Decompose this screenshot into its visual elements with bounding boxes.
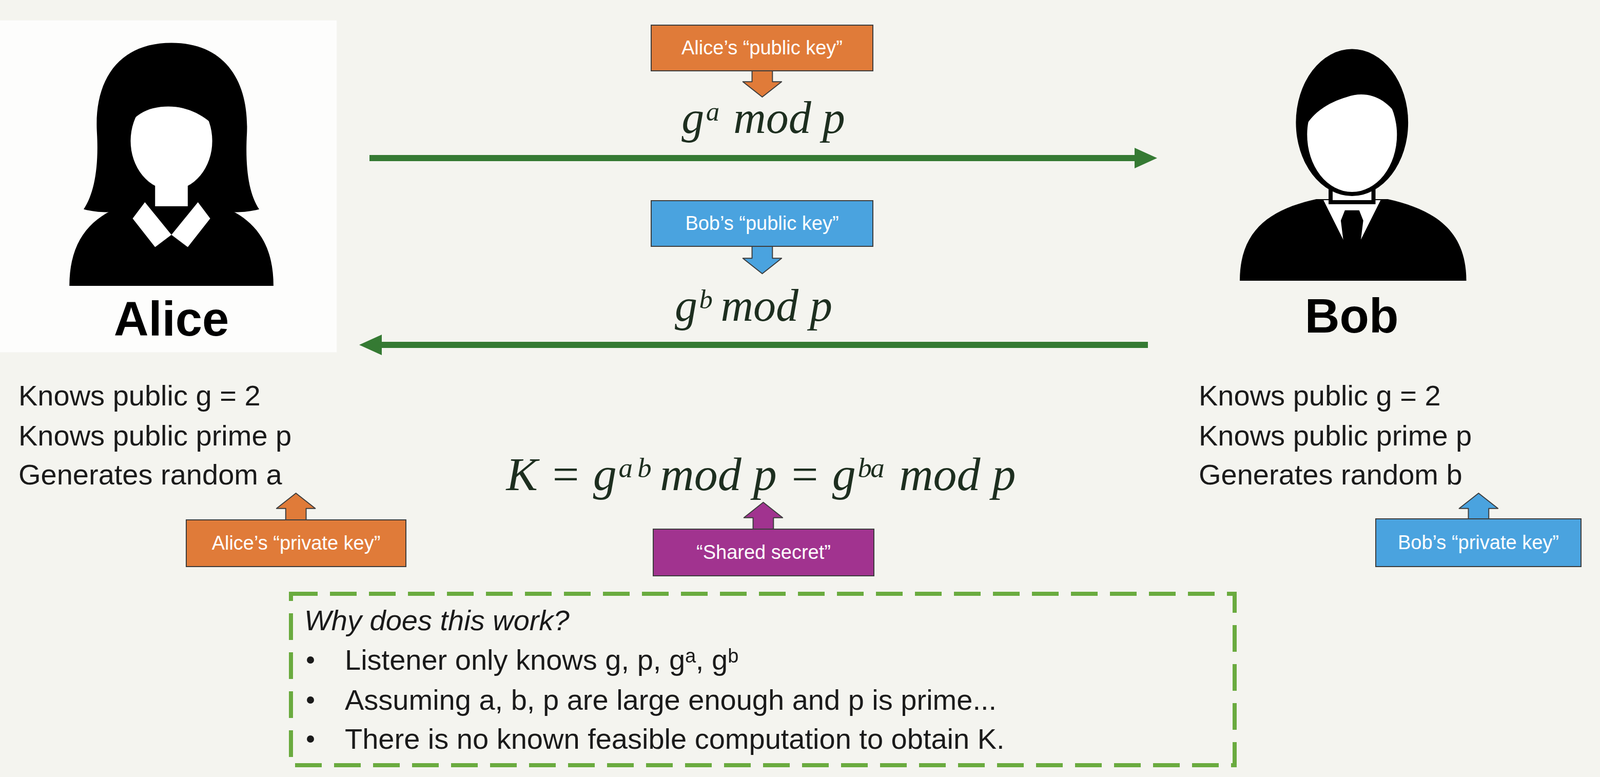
note-text: Knows public g = 2 bbox=[1198, 378, 1441, 413]
note-bullet: There is no known feasible computation t… bbox=[344, 721, 1005, 756]
callout-pointers bbox=[276, 67, 1498, 533]
callout-text: Alice’s “public key” bbox=[681, 36, 843, 61]
arrow-head bbox=[1134, 147, 1158, 169]
person-figure: Bob bbox=[1157, 20, 1517, 355]
edge-formula: gᵇ mod p bbox=[674, 281, 833, 331]
arrow-line bbox=[379, 341, 1148, 348]
note-text: Knows public prime p bbox=[1198, 418, 1472, 453]
note-text: Generates random a bbox=[18, 457, 283, 492]
callout-box: Alice’s “public key” bbox=[650, 24, 874, 72]
alice-icon bbox=[69, 43, 274, 286]
arrow-line bbox=[369, 154, 1137, 162]
callout-text: Bob’s “private key” bbox=[1397, 531, 1559, 555]
icon-ground bbox=[0, 20, 337, 353]
bob-icon bbox=[1239, 48, 1467, 281]
callout-box: Bob’s “public key” bbox=[650, 200, 874, 247]
note-box: Why does this work? Listener only knows g… bbox=[288, 591, 1237, 768]
person-name: Alice bbox=[113, 290, 230, 349]
note-text: Knows public g = 2 bbox=[18, 378, 261, 413]
callout-box: Alice’s “private key” bbox=[185, 519, 407, 568]
bullet-dot bbox=[306, 656, 315, 664]
note-bullet: Assuming a, b, p are large enough and p … bbox=[344, 682, 997, 717]
callout-text: “Shared secret” bbox=[696, 540, 831, 565]
bullet-dot bbox=[306, 735, 315, 743]
formula-label: K = gᵃᵇ mod p = gᵇᵃ mod p bbox=[505, 448, 1016, 501]
callout-box: Bob’s “private key” bbox=[1375, 518, 1582, 568]
exchange-arrow bbox=[359, 334, 1148, 356]
callout-text: Bob’s “public key” bbox=[685, 211, 839, 236]
dashed-border bbox=[290, 593, 1235, 766]
person-name: Bob bbox=[1304, 287, 1399, 346]
note-bullet: Listener only knows g, p, gᵃ, gᵇ bbox=[344, 642, 739, 677]
callout-box: “Shared secret” bbox=[652, 528, 875, 577]
person-figure: Alice bbox=[20, 20, 360, 355]
note-heading: Why does this work? bbox=[304, 602, 570, 638]
note-text: Knows public prime p bbox=[18, 418, 292, 453]
arrow-head bbox=[359, 334, 382, 356]
edge-formula: gᵃ mod p bbox=[681, 93, 846, 144]
bullet-dot bbox=[306, 696, 315, 704]
exchange-arrow bbox=[369, 147, 1158, 169]
callout-text: Alice’s “private key” bbox=[211, 531, 381, 556]
note-text: Generates random b bbox=[1198, 457, 1463, 492]
